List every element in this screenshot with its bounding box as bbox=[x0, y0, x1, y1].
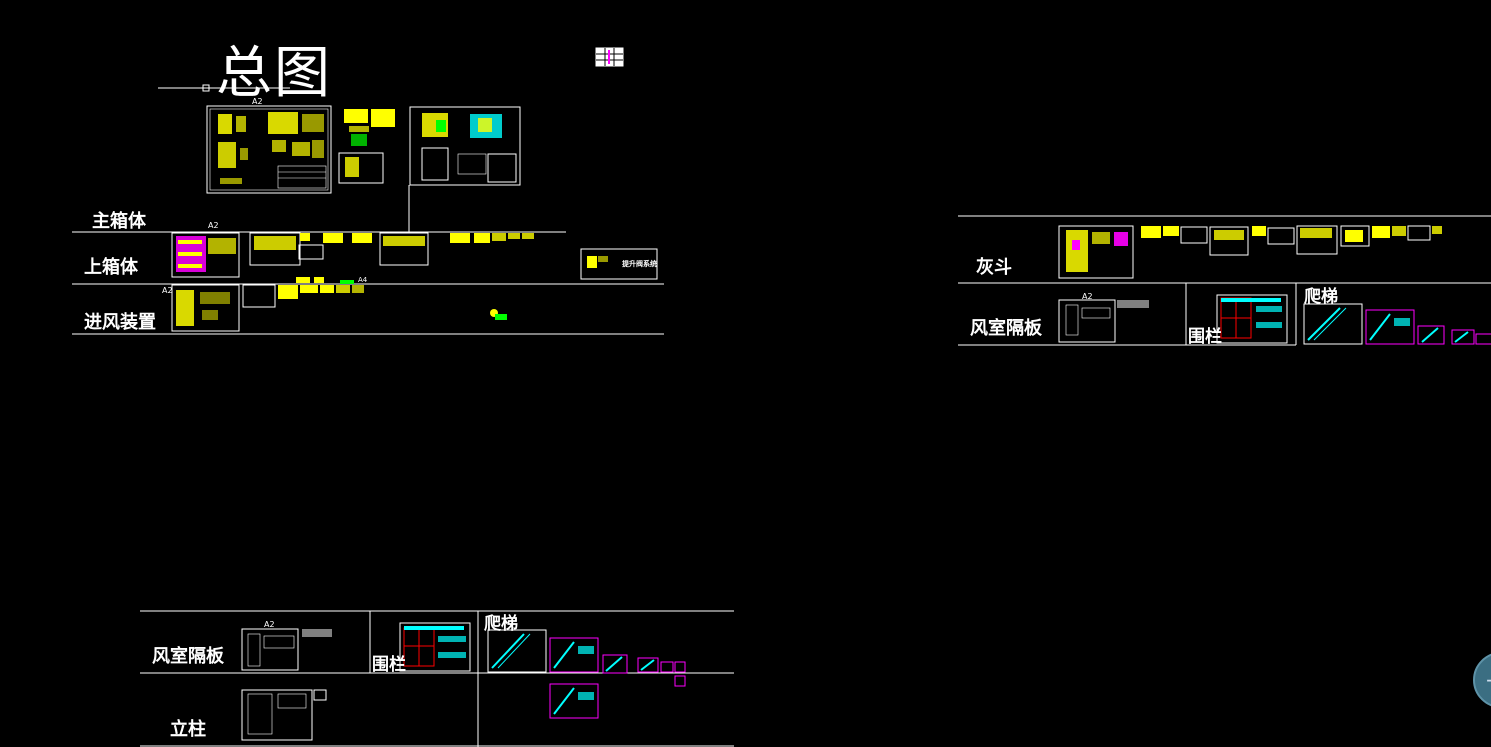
drawing-sheet-ladder-right[interactable] bbox=[1303, 303, 1491, 345]
sheet-mark-a2-bottom: A2 bbox=[264, 620, 275, 629]
section-label-column: 立柱 bbox=[170, 719, 206, 740]
section-label-upper-box: 上箱体 bbox=[84, 257, 138, 278]
drawing-sheet-railing-right[interactable] bbox=[1216, 294, 1288, 344]
drawing-sheet-upper-box[interactable] bbox=[171, 232, 240, 278]
drawing-sheet-column[interactable] bbox=[241, 689, 327, 741]
section-label-partition-right: 风室隔板 bbox=[970, 318, 1042, 339]
drawing-sheet-hopper[interactable] bbox=[1058, 225, 1134, 279]
drawing-title: 总图 bbox=[216, 41, 332, 106]
table-icon[interactable] bbox=[595, 47, 624, 67]
section-label-partition-bottom: 风室隔板 bbox=[152, 646, 224, 667]
section-label-main-box: 主箱体 bbox=[92, 211, 146, 232]
section-label-hopper: 灰斗 bbox=[976, 257, 1012, 278]
sheet-mark-a4: A4 bbox=[358, 276, 368, 284]
section-label-railing-right: 围栏 bbox=[1188, 327, 1222, 347]
drawing-sheet-air-inlet[interactable] bbox=[171, 284, 240, 332]
section-label-railing-bottom: 围栏 bbox=[372, 655, 406, 675]
drawing-sheet-ladder-bottom[interactable] bbox=[487, 629, 686, 719]
section-label-air-inlet: 进风装置 bbox=[84, 312, 156, 333]
sheet-mark-a2-main: A2 bbox=[252, 97, 263, 106]
system-note-label: 提升阀系统 bbox=[622, 260, 657, 268]
sheet-mark-a2-right: A2 bbox=[1082, 292, 1093, 301]
drawing-sheet-railing-bottom[interactable] bbox=[399, 622, 471, 672]
section-label-ladder-right: 爬梯 bbox=[1304, 287, 1338, 307]
sheet-mark-a2-inlet: A2 bbox=[162, 286, 173, 295]
drawing-sheet-main-box[interactable] bbox=[206, 105, 332, 194]
drawing-sheet-main-box-2[interactable] bbox=[409, 106, 521, 186]
section-label-ladder-bottom: 爬梯 bbox=[484, 614, 518, 634]
sheet-mark-a2-upper: A2 bbox=[208, 221, 219, 230]
